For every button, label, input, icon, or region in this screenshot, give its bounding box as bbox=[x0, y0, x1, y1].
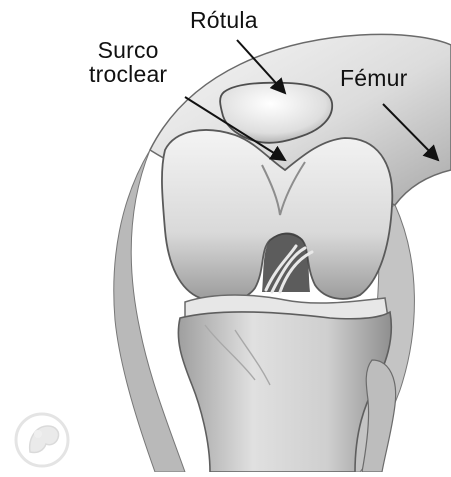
surco-troclear-label: Surco troclear bbox=[89, 38, 167, 86]
watermark-logo-icon bbox=[16, 414, 68, 466]
femur-label: Fémur bbox=[340, 66, 407, 90]
rotula-label: Rótula bbox=[190, 8, 258, 32]
surco-line1: Surco bbox=[89, 38, 167, 62]
surco-line2: troclear bbox=[89, 62, 167, 86]
